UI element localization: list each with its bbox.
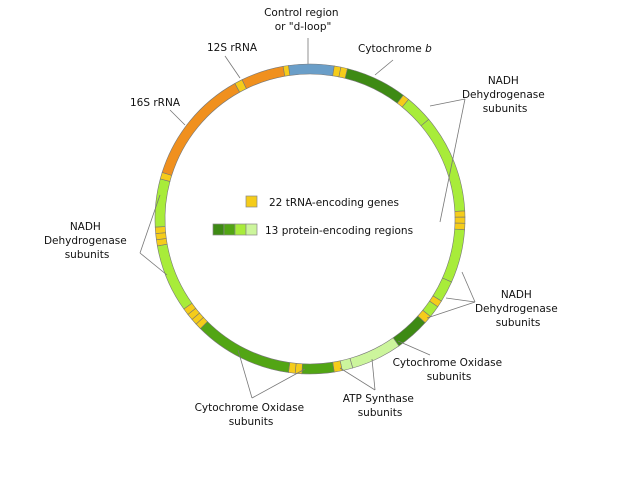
segment-nadh-5-6 (401, 98, 430, 127)
segment-cox-3 (392, 315, 426, 347)
legend-protein-swatches (212, 223, 258, 236)
leader-line-cytb (374, 59, 394, 76)
leader-line-atp-1 (371, 358, 376, 391)
segment-trna (454, 216, 466, 224)
legend-protein-swatch (223, 223, 236, 236)
segment-cox-1 (199, 321, 291, 373)
legend-trna-swatch (245, 195, 258, 208)
control-region-label: Control region or "d-loop" (264, 7, 342, 33)
segment-atp-6 (349, 337, 400, 369)
leader-line-nadh-ur-1 (429, 98, 466, 107)
leader-line-atp-2 (339, 367, 376, 391)
leader-line-nadh-ur-2 (439, 98, 466, 223)
leader-line-cox-bottom-1 (237, 349, 253, 399)
segment-cox-2 (301, 361, 335, 375)
legend-protein-swatch (212, 223, 225, 236)
leader-lines (139, 38, 476, 399)
leader-line-nadh-lr-1 (461, 271, 476, 303)
nadh-upper-right-label: NADH Dehydrogenase subunits (462, 75, 548, 115)
segment-cytochrome-b (344, 68, 404, 104)
legend-protein-swatch (245, 223, 258, 236)
legend-protein-label: 13 protein-encoding regions (265, 225, 413, 237)
segment-trna (282, 65, 291, 77)
cox-right-label: Cytochrome Oxidase subunits (393, 357, 506, 383)
leader-line-12s (224, 55, 241, 79)
genome-ring (154, 63, 466, 375)
legend-trna-label: 22 tRNA-encoding genes (269, 197, 399, 209)
leader-line-nadh-lr-2 (445, 297, 476, 303)
leader-line-cox-right (397, 340, 431, 356)
cytochrome-b-label: Cytochrome b (358, 43, 432, 55)
nadh-lower-right-label: NADH Dehydrogenase subunits (475, 289, 561, 329)
leader-line-nadh-left-2 (139, 252, 168, 276)
leader-line-nadh-left-1 (139, 194, 161, 254)
segment-rrna-12s (241, 66, 286, 90)
segment-nadh-4 (442, 228, 465, 283)
leader-line-cox-bottom-2 (251, 368, 306, 399)
rrna-12s-label: 12S rRNA (207, 42, 258, 54)
cox-bottom-label: Cytochrome Oxidase subunits (195, 402, 308, 428)
leader-line-nadh-lr-3 (426, 301, 476, 319)
rrna-16s-label: 16S rRNA (130, 97, 181, 109)
atp-synthase-label: ATP Synthase subunits (343, 393, 417, 419)
gene-labels: Control region or "d-loop" Cytochrome b … (44, 7, 561, 428)
nadh-left-label: NADH Dehydrogenase subunits (44, 221, 130, 261)
segment-trna (454, 222, 466, 231)
segment-nadh-2 (157, 243, 193, 310)
leader-line-16s (169, 109, 186, 126)
legend-protein-swatch (234, 223, 247, 236)
segment-control-region (288, 63, 335, 77)
segment-trna (154, 226, 166, 234)
segment-trna (454, 210, 466, 218)
legend: 22 tRNA-encoding genes 13 protein-encodi… (212, 195, 413, 237)
